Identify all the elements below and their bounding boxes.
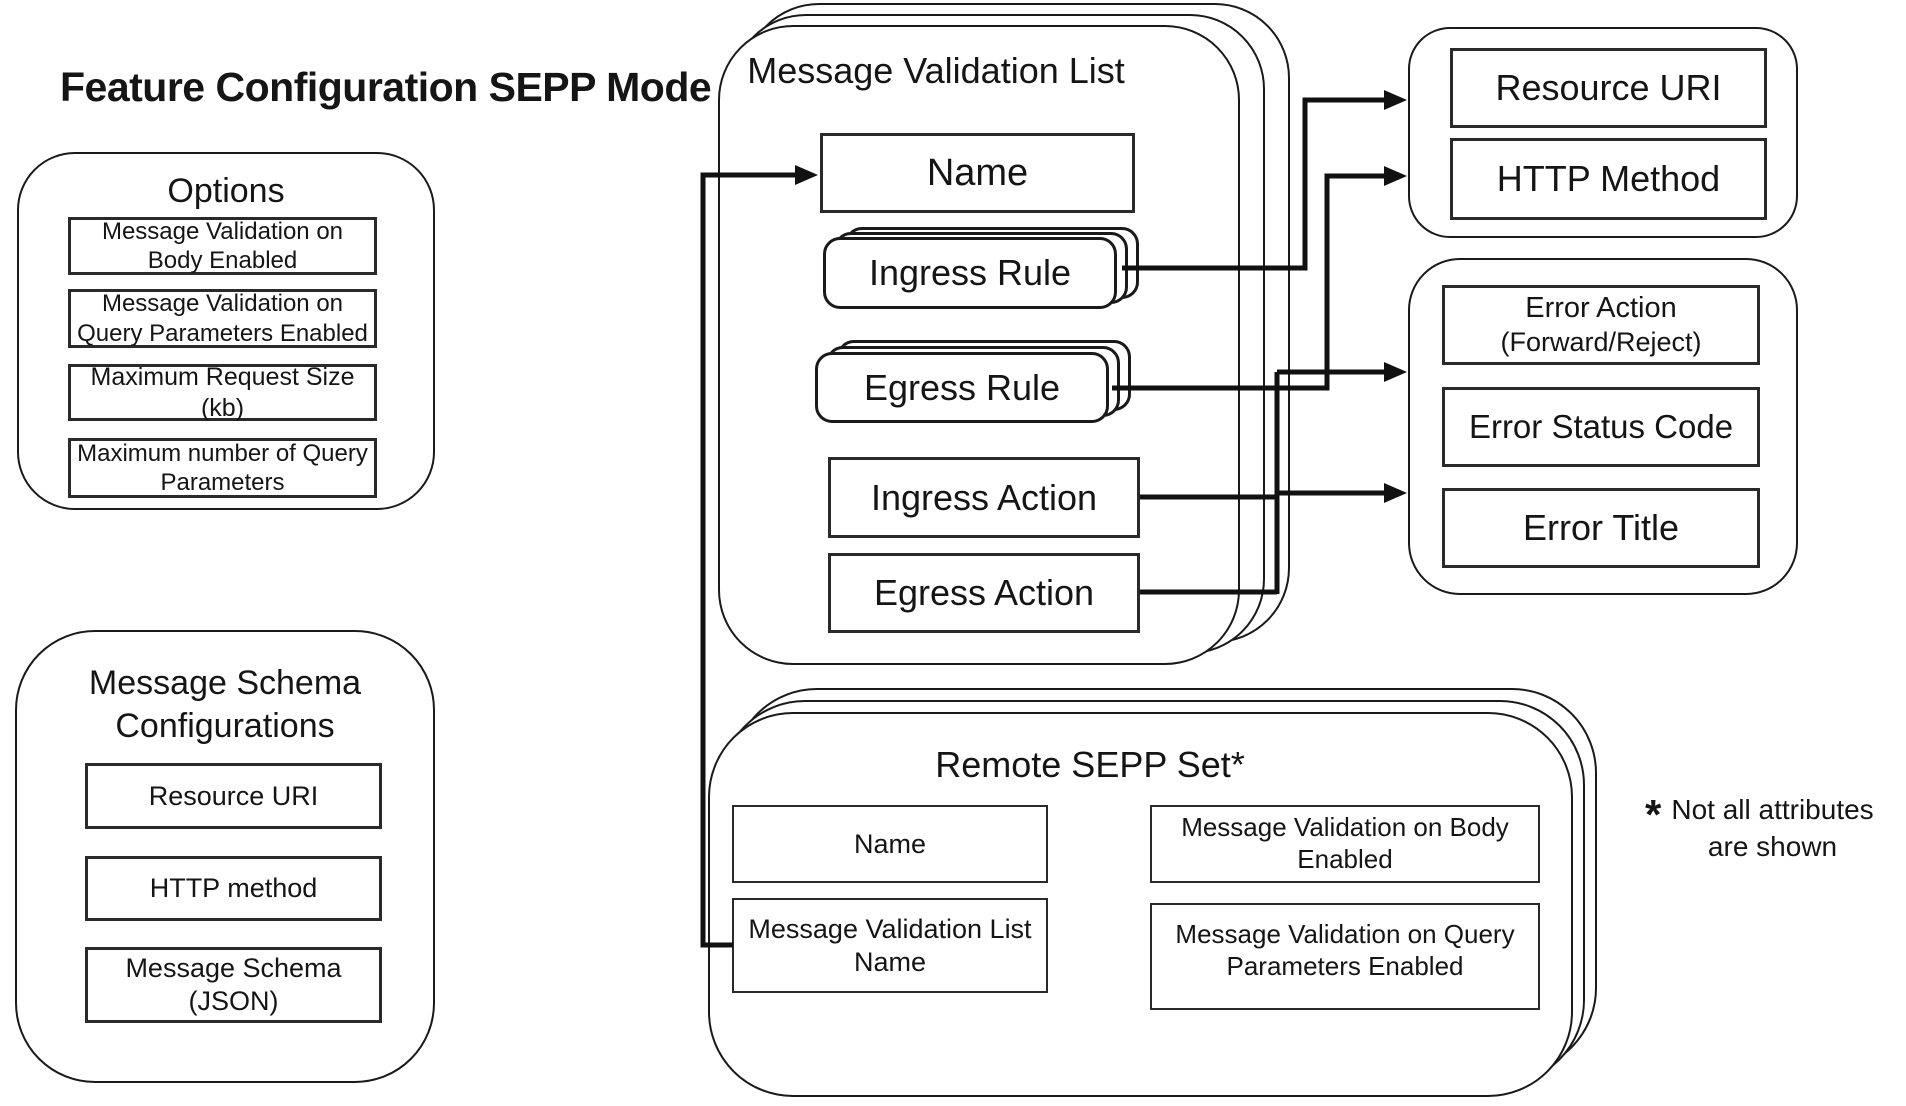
arrowhead-http-method [1384,166,1407,186]
option-body-validation-box: Message Validation on Body Enabled [68,217,377,275]
error-action-box: Error Action (Forward/Reject) [1442,285,1760,365]
footnote-text: Not all attributes are shown [1671,794,1874,862]
http-method-box: HTTP Method [1450,138,1767,220]
schema-http-method-box: HTTP method [85,856,382,921]
schema-json-box: Message Schema (JSON) [85,947,382,1023]
arrowhead-error-lower [1384,483,1407,503]
option-query-validation-box: Message Validation on Query Parameters E… [68,289,377,348]
remote-sepp-mvl-name-box: Message Validation List Name [732,898,1048,993]
arrowhead-resource-uri [1384,90,1407,110]
remote-sepp-query-enabled-box: Message Validation on Query Parameters E… [1150,903,1540,1010]
remote-sepp-name-box: Name [732,805,1048,883]
egress-action-box: Egress Action [828,553,1140,633]
footnote-asterisk: * [1645,791,1662,838]
ingress-rule-label: Ingress Rule [868,252,1072,293]
arrowhead-error-upper [1384,362,1407,382]
error-status-code-box: Error Status Code [1442,387,1760,467]
validation-list-title: Message Validation List [747,50,1125,91]
option-max-request-size-box: Maximum Request Size (kb) [68,363,377,422]
options-title: Options [167,172,285,210]
ingress-action-box: Ingress Action [828,457,1140,538]
validation-name-box: Name [820,133,1135,213]
option-max-query-params-box: Maximum number of Query Parameters [68,438,377,498]
error-action-sub-label: (Forward/Reject) [1500,327,1702,358]
message-schema-title: Message Schema Configurations [88,664,362,745]
page-title: Feature Configuration SEPP Mode [60,64,712,110]
egress-rule-label: Egress Rule [863,366,1061,408]
error-title-box: Error Title [1442,488,1760,568]
remote-sepp-body-enabled-box: Message Validation on Body Enabled [1150,805,1540,883]
resource-uri-box: Resource URI [1450,48,1767,128]
remote-sepp-title: Remote SEPP Set* [935,744,1245,785]
egress-rule-card: Egress Rule [815,352,1109,423]
footnote: * Not all attributes are shown [1645,792,1905,866]
ingress-rule-card: Ingress Rule [823,237,1117,309]
error-action-label: Error Action [1525,291,1677,324]
schema-resource-uri-box: Resource URI [85,763,382,829]
